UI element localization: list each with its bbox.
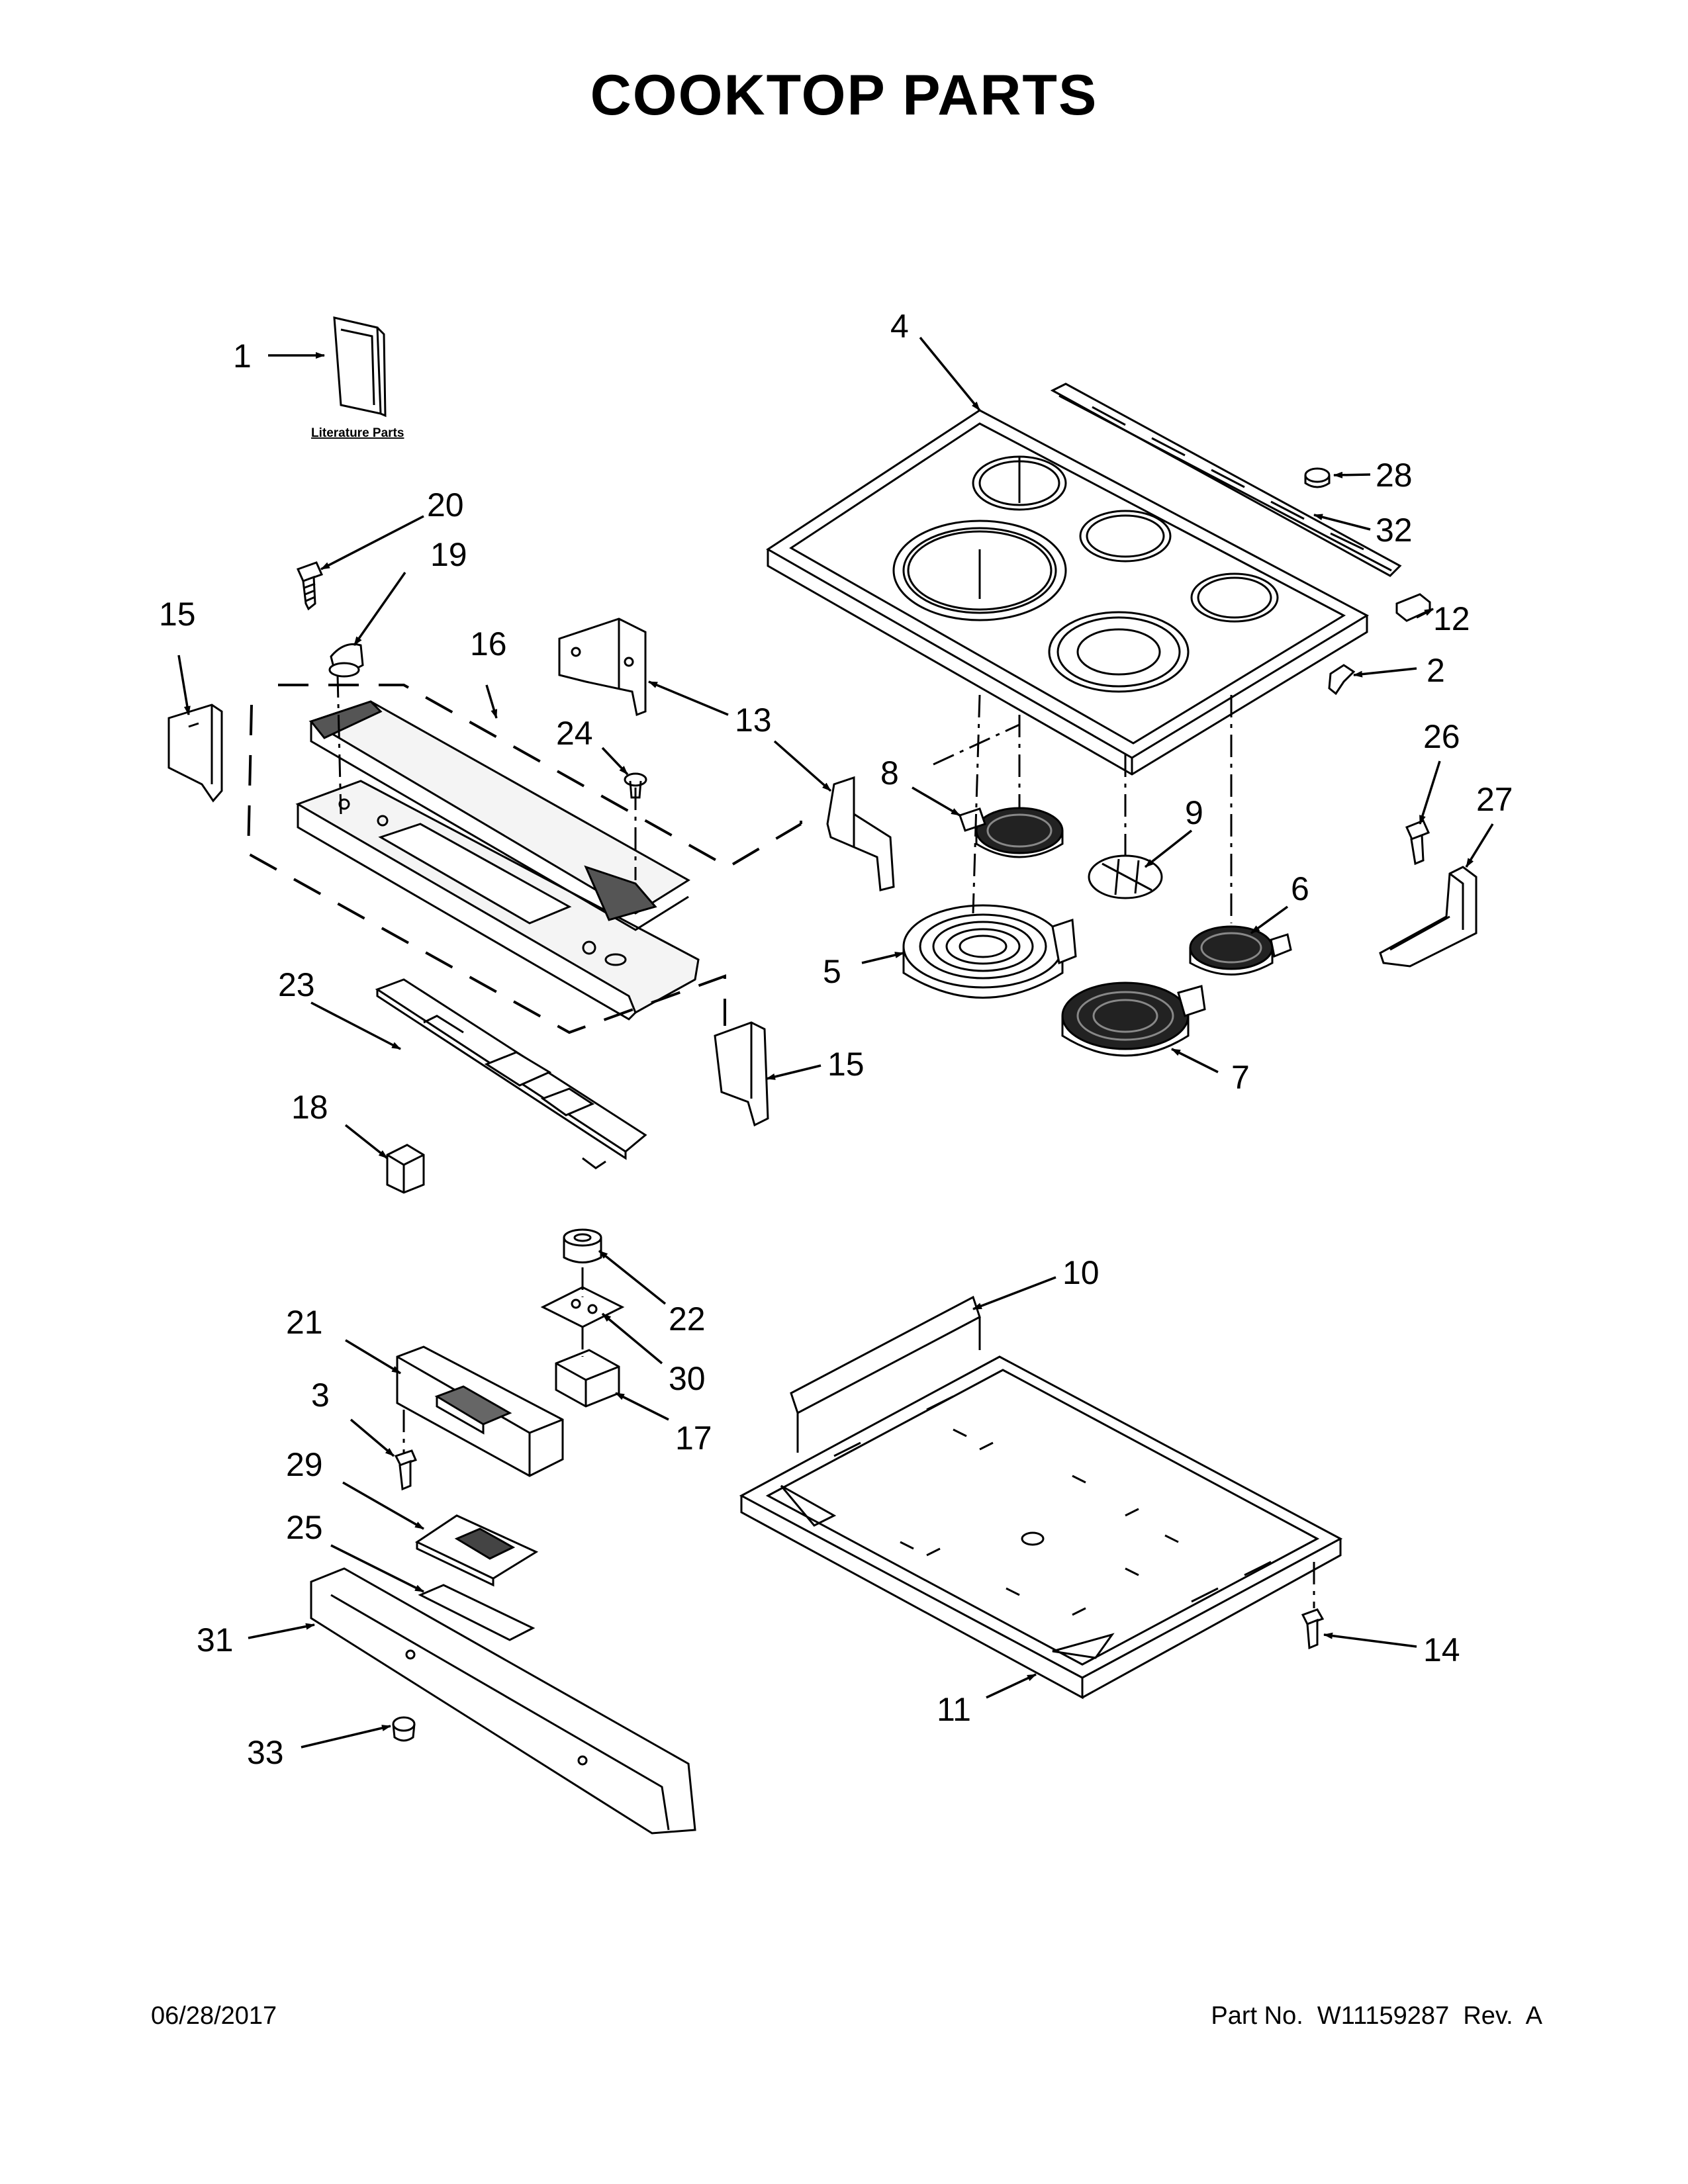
burner-box-part xyxy=(739,1295,1343,1700)
board-shield-part xyxy=(418,1584,536,1641)
callout-30: 30 xyxy=(669,1360,706,1397)
callout-15-left: 15 xyxy=(159,596,196,633)
keypad-board-part xyxy=(414,1514,539,1587)
callout-29: 29 xyxy=(286,1446,323,1483)
assembly-guide-lines xyxy=(246,674,1315,1608)
literature-label: Literature Parts xyxy=(311,426,404,440)
callout-32: 32 xyxy=(1376,512,1413,549)
mounting-bracket-part xyxy=(558,617,647,717)
support-screw-part xyxy=(1405,819,1430,866)
insulation-part xyxy=(1088,854,1163,899)
callout-14: 14 xyxy=(1423,1631,1460,1668)
side-bracket-left-part xyxy=(167,704,223,803)
callout-19: 19 xyxy=(430,536,467,573)
callout-27: 27 xyxy=(1476,781,1513,818)
callout-23: 23 xyxy=(278,966,315,1003)
callout-25: 25 xyxy=(286,1509,323,1546)
large-radiant-element-part xyxy=(902,904,1077,999)
footer-date: 06/28/2017 xyxy=(151,2002,277,2030)
control-panel-part xyxy=(295,700,700,1021)
base-screw-part xyxy=(1301,1608,1325,1650)
relay-part xyxy=(386,1144,425,1194)
power-switch-part xyxy=(555,1349,620,1408)
callout-1: 1 xyxy=(233,338,252,375)
radiant-element-6-part xyxy=(1189,925,1292,976)
callout-3: 3 xyxy=(311,1377,330,1414)
callout-2: 2 xyxy=(1427,652,1445,689)
knob-part xyxy=(328,643,364,678)
callout-20: 20 xyxy=(427,486,464,523)
callout-22: 22 xyxy=(669,1300,706,1338)
literature-parts-part: Literature Parts xyxy=(311,316,404,440)
clip-part xyxy=(1395,593,1431,622)
callout-8: 8 xyxy=(880,754,899,792)
rubber-foot-part xyxy=(563,1228,602,1263)
board-screw-part xyxy=(394,1449,418,1491)
bracket-clip-part xyxy=(1328,664,1356,696)
side-bracket-right-part xyxy=(714,1021,769,1127)
callout-6: 6 xyxy=(1291,870,1309,907)
control-mount-plate-part xyxy=(375,978,647,1169)
support-bracket-part xyxy=(1379,866,1477,968)
callout-5: 5 xyxy=(823,953,841,990)
grommet-part xyxy=(1304,467,1331,488)
callout-13: 13 xyxy=(735,702,772,739)
callout-28: 28 xyxy=(1376,457,1413,494)
callout-4: 4 xyxy=(890,308,909,345)
callout-26: 26 xyxy=(1423,718,1460,755)
callout-21: 21 xyxy=(286,1304,323,1341)
cooktop-glass-part xyxy=(766,409,1370,776)
screw-part xyxy=(296,561,324,611)
callout-15-right: 15 xyxy=(827,1046,865,1083)
callout-7: 7 xyxy=(1231,1059,1250,1096)
lower-trim-part xyxy=(310,1567,696,1835)
callout-12: 12 xyxy=(1433,600,1470,637)
callout-11: 11 xyxy=(937,1691,971,1728)
callout-18: 18 xyxy=(291,1089,328,1126)
mounting-bracket-right-part xyxy=(826,776,895,891)
leader-arrows xyxy=(177,336,1494,1749)
footer-part-number: Part No. W11159287 Rev. A xyxy=(1211,2002,1542,2030)
callout-17: 17 xyxy=(675,1420,712,1457)
rear-trim-part xyxy=(1050,383,1402,577)
callout-labels: 1 4 28 32 12 2 20 19 15 16 13 24 8 9 6 5… xyxy=(159,308,1513,1771)
callout-10: 10 xyxy=(1062,1254,1100,1291)
callout-31: 31 xyxy=(197,1621,234,1659)
trim-clip-part xyxy=(392,1716,416,1742)
callout-9: 9 xyxy=(1185,794,1203,831)
callout-24: 24 xyxy=(556,715,593,752)
radiant-element-7-part xyxy=(1061,981,1206,1057)
page-title: COOKTOP PARTS xyxy=(590,64,1098,127)
callout-16: 16 xyxy=(470,625,507,662)
callout-33: 33 xyxy=(247,1734,284,1771)
electronic-control-board-part xyxy=(396,1345,564,1477)
small-radiant-element-part xyxy=(959,807,1064,858)
